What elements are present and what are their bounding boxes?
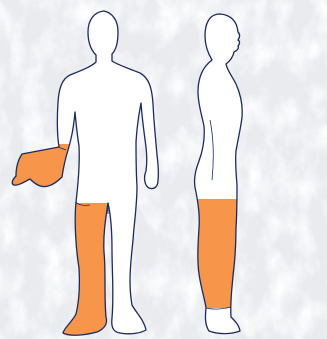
body-diagram bbox=[0, 0, 327, 339]
body-diagram-svg bbox=[0, 0, 327, 339]
